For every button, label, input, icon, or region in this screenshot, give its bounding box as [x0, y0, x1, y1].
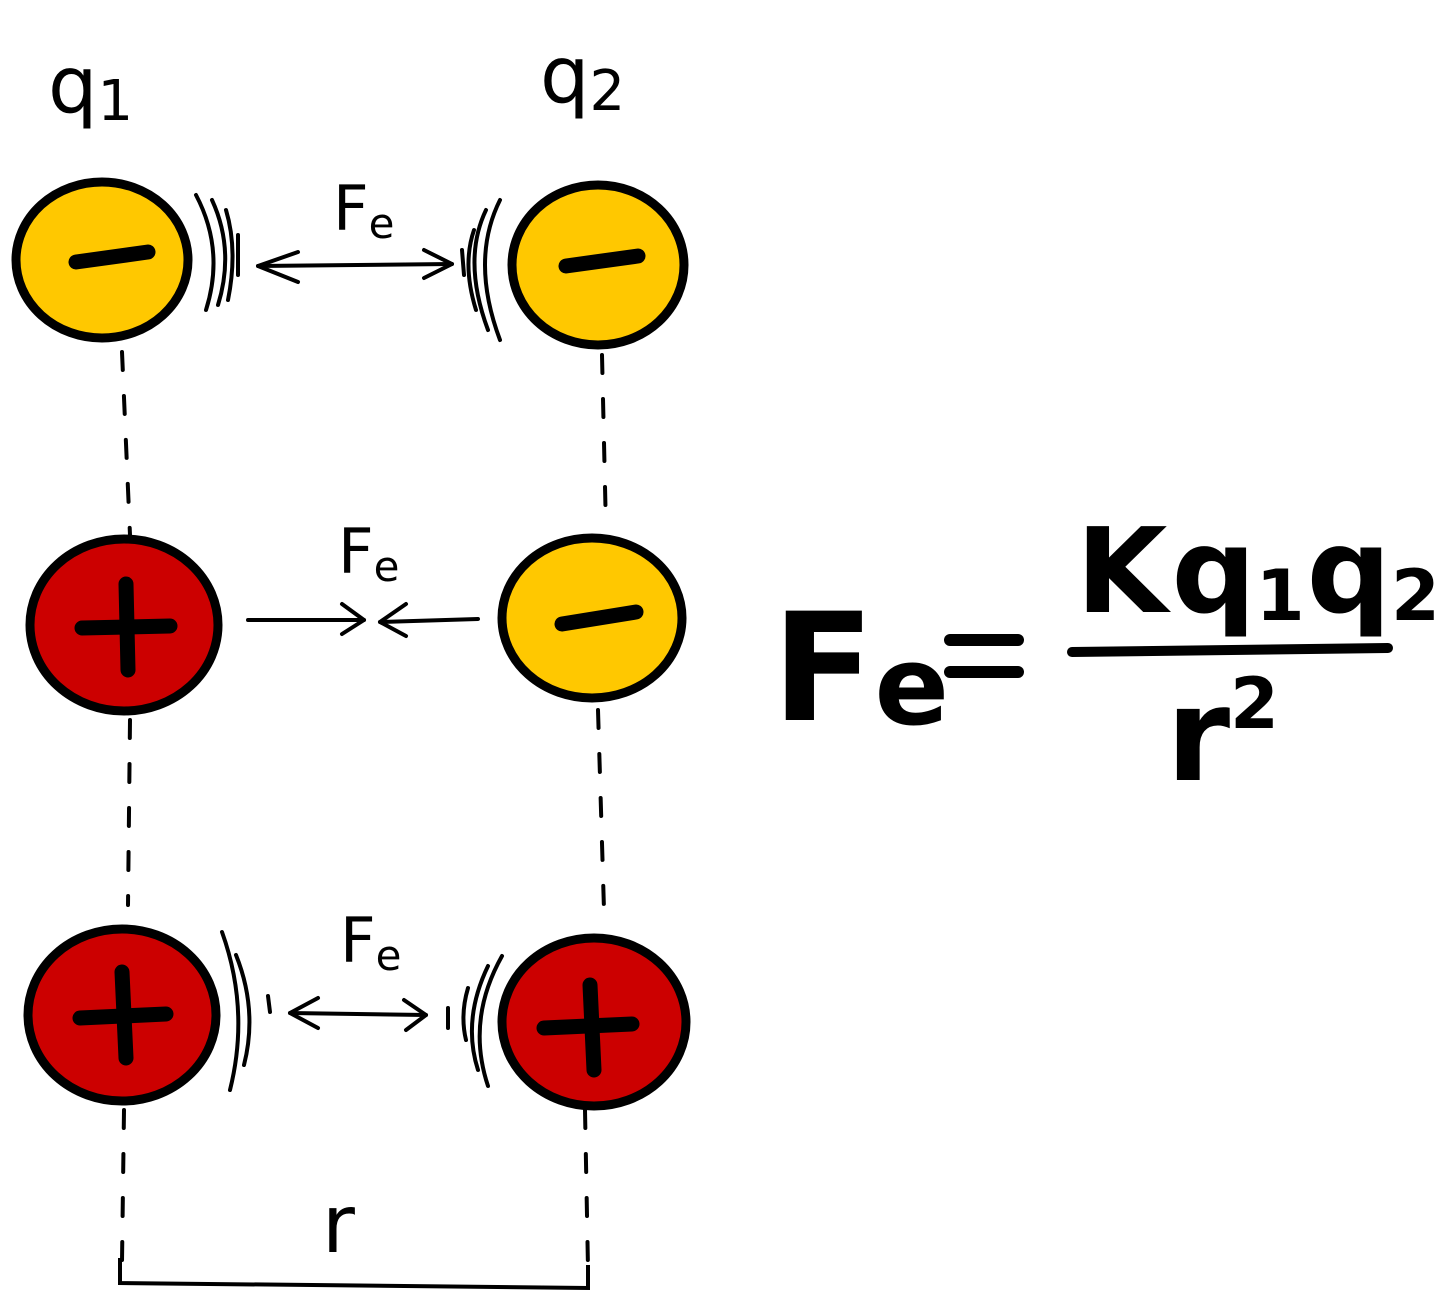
force-label: Fe: [340, 904, 402, 980]
repel-arc: [469, 964, 490, 1072]
repel-arc: [194, 193, 216, 312]
repel-arc: [460, 248, 466, 277]
plus-sign: [582, 977, 602, 1078]
distance-bracket: [118, 1258, 590, 1291]
plus-sign: [118, 576, 136, 678]
fraction-bar: [1067, 643, 1393, 657]
formula-lhs: Fe: [772, 582, 949, 756]
dashed-guides: [120, 350, 608, 1270]
arrow-head-right: [340, 602, 366, 636]
right-guide-2: [596, 708, 606, 912]
arrow-head-left: [378, 602, 408, 638]
right-guide-3: [583, 1108, 590, 1270]
repel-arc: [472, 208, 490, 332]
repel-arc: [466, 228, 478, 312]
plus-sign: [114, 964, 134, 1066]
distance-label: r: [322, 1178, 355, 1271]
arrow-head-left: [256, 250, 300, 284]
force-label: Fe: [338, 515, 400, 591]
arrow-head-left: [288, 996, 320, 1030]
left-guide-2: [126, 718, 132, 907]
force-arrow: [256, 262, 454, 268]
repel-arc: [220, 930, 241, 1092]
row-repel-negative: Fe: [11, 172, 689, 350]
q2-label: q2: [540, 31, 625, 124]
repel-arc: [461, 986, 470, 1042]
repel-arc: [477, 954, 504, 1088]
minus-sign: [554, 604, 644, 632]
repel-arc: [234, 953, 252, 1067]
repel-arc: [483, 198, 502, 342]
arrow-head-right: [422, 248, 454, 280]
formula-denominator: r2: [1166, 659, 1279, 811]
left-guide-3: [120, 1108, 126, 1264]
force-arrow-right: [378, 617, 480, 624]
arrow-head-right: [402, 998, 428, 1032]
force-arrow: [288, 1011, 428, 1017]
coulomb-formula: Fe Kq1q2 r2: [772, 502, 1440, 811]
minus-sign: [558, 248, 646, 274]
row-attract: Fe: [25, 515, 687, 716]
right-guide-1: [600, 353, 608, 532]
left-guide-1: [120, 350, 132, 537]
force-label: Fe: [333, 172, 395, 248]
repel-arc: [210, 198, 228, 307]
q1-label: q1: [48, 41, 133, 134]
row-repel-positive: Fe: [23, 904, 691, 1111]
repel-arc: [224, 208, 235, 302]
minus-sign: [68, 244, 156, 270]
repel-arc: [266, 994, 272, 1014]
formula-numerator: Kq1q2: [1076, 502, 1440, 640]
